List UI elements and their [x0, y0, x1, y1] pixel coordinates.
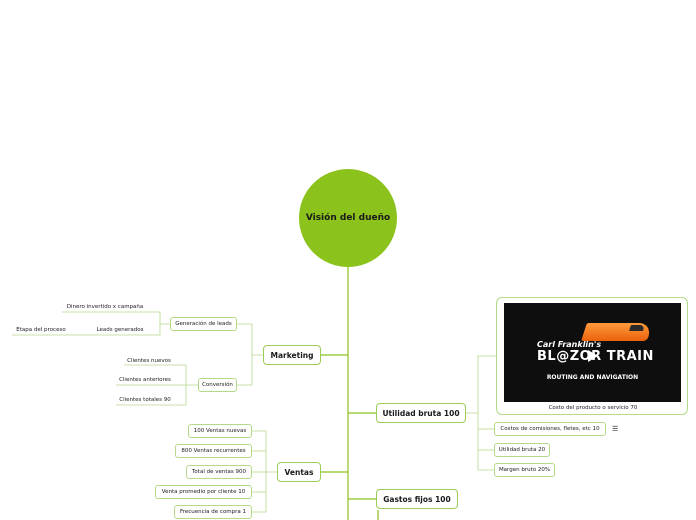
- train-window-icon: [629, 325, 645, 331]
- play-icon[interactable]: [588, 350, 598, 362]
- ventas-node[interactable]: Ventas: [277, 462, 321, 482]
- marketing-node[interactable]: Marketing: [263, 345, 321, 365]
- video-thumbnail[interactable]: Carl Franklin's BL@ZOR TRAIN ROUTING AND…: [504, 303, 681, 402]
- clientes-nuevos-leaf[interactable]: Clientes nuevos: [127, 358, 171, 364]
- ventas-item-label: 800 Ventas recurrentes: [181, 448, 246, 454]
- utilidad-item-label: Costos de comisiones, fletes, etc 10: [500, 426, 600, 432]
- root-label: Visión del dueño: [305, 213, 391, 223]
- ventas-item-label: Total de ventas 900: [192, 469, 246, 475]
- clientes-totales-leaf[interactable]: Clientes totales 90: [119, 397, 171, 403]
- utilidad-bruta-label: Utilidad bruta 100: [382, 408, 460, 418]
- video-subtitle: ROUTING AND NAVIGATION: [546, 374, 639, 381]
- gastos-fijos-node[interactable]: Gastos fijos 100: [376, 489, 458, 509]
- video-title-line1: Carl Franklin's: [537, 340, 602, 349]
- video-attachment-node[interactable]: Carl Franklin's BL@ZOR TRAIN ROUTING AND…: [496, 297, 688, 415]
- conversion-node[interactable]: Conversión: [198, 378, 237, 392]
- ventas-item[interactable]: 800 Ventas recurrentes: [175, 444, 252, 458]
- generacion-leads-node[interactable]: Generación de leads: [170, 317, 237, 331]
- utilidad-item[interactable]: Utilidad bruta 20: [494, 443, 550, 457]
- ventas-item[interactable]: Frecuencia de compra 1: [174, 505, 252, 519]
- video-caption: Costo del producto o servicio 70: [548, 405, 638, 411]
- ventas-item[interactable]: 100 Ventas nuevas: [188, 424, 252, 438]
- generacion-leads-label: Generación de leads: [175, 321, 232, 327]
- ventas-label: Ventas: [284, 467, 314, 477]
- note-icon[interactable]: ☰: [612, 425, 619, 433]
- marketing-label: Marketing: [270, 350, 314, 360]
- ventas-item-label: Frecuencia de compra 1: [179, 509, 247, 515]
- utilidad-item[interactable]: Costos de comisiones, fletes, etc 10: [494, 422, 606, 436]
- ventas-item[interactable]: Venta promedio por cliente 10: [155, 485, 252, 499]
- etapa-proceso-leaf[interactable]: Etapa del proceso: [16, 327, 66, 333]
- ventas-item[interactable]: Total de ventas 900: [186, 465, 252, 479]
- clientes-anteriores-leaf[interactable]: Clientes anteriores: [119, 377, 171, 383]
- utilidad-bruta-node[interactable]: Utilidad bruta 100: [376, 403, 466, 423]
- ventas-item-label: Venta promedio por cliente 10: [161, 489, 246, 495]
- leads-generados-leaf[interactable]: Leads generados: [96, 327, 144, 333]
- utilidad-item-label: Utilidad bruta 20: [498, 447, 546, 453]
- root-node[interactable]: Visión del dueño: [299, 169, 397, 267]
- utilidad-item[interactable]: Margen bruto 20%: [494, 463, 555, 477]
- conversion-label: Conversión: [202, 382, 233, 388]
- gastos-fijos-label: Gastos fijos 100: [383, 494, 451, 504]
- dinero-invertido-leaf[interactable]: Dinero invertido x campaña: [66, 304, 144, 310]
- ventas-item-label: 100 Ventas nuevas: [193, 428, 247, 434]
- utilidad-item-label: Margen bruto 20%: [498, 467, 551, 473]
